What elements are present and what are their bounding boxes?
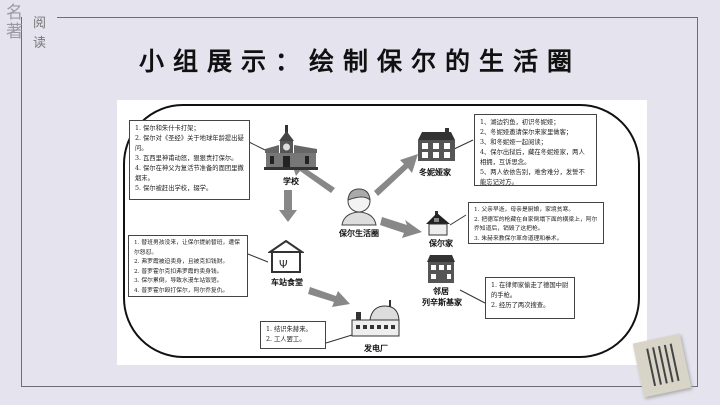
slide-frame-top: [57, 17, 698, 18]
arrow-school-to-canteen: [279, 190, 297, 222]
canteen-notes: 1. 替班男孩没来，让保尔提前替班，遭保尔怒怼。 2. 弗罗霞被迫卖身，且被克扣…: [128, 235, 248, 297]
tonya-house-icon: [418, 128, 455, 161]
logo-text-b: 阅读: [33, 16, 47, 51]
power-plant-icon: [351, 300, 400, 337]
canteen-label: 车站食堂: [271, 278, 303, 287]
center-label: 保尔生活圈: [339, 229, 379, 238]
tonya-label: 冬妮娅家: [419, 168, 451, 177]
neighbor-notes: 1. 在律师家偷走了德国中尉的手枪。 2. 经历了两次搜查。: [485, 277, 575, 319]
note-line: 2. 把德军的枪藏在自家倒塌下面的横梁上，阿尔乔知道后，销毁了这把枪。: [474, 216, 598, 233]
school-label: 学校: [283, 177, 299, 186]
slide-frame: [21, 17, 698, 387]
note-line: 1、湖边钓鱼，初识冬妮娅；: [480, 119, 560, 126]
pavel-avatar-icon: [341, 188, 377, 226]
school-notes: 1. 保尔和朱什卡打架； 2. 保尔对《圣经》关于地球年龄提出疑问。 3. 瓦西…: [129, 120, 250, 200]
home-notes: 1. 父亲早逝，母亲是厨娘，家境贫寒。 2. 把德军的枪藏在自家倒塌下面的横梁上…: [468, 202, 604, 244]
school-building-icon: [264, 125, 318, 170]
home-label: 保尔家: [429, 239, 453, 248]
note-line: 2、冬妮娅邀请保尔来家里做客；: [480, 129, 573, 136]
logo-text-a: 名著: [6, 3, 23, 42]
note-line: 3. 保尔累倒，导致水漫车站饭馆。: [134, 278, 223, 284]
connector-school: [248, 141, 266, 151]
page-title: 小组展示：绘制保尔的生活圈: [138, 47, 581, 76]
note-line: 2. 弗罗霞被迫卖身，且被克扣钱财。: [134, 259, 229, 265]
connector-neighbor: [459, 289, 486, 304]
connector-plant: [325, 334, 353, 344]
note-line: 3. 朱赫来教保尔革命道理和拳术。: [474, 235, 563, 242]
neighbor-label-line2: 列辛斯基家: [422, 298, 462, 307]
note-line: 5、两人依依告别，难舍难分，发誓不能忘记对方。: [480, 169, 585, 186]
note-line: 4. 保尔在神父为复活节准备的面团里撒烟末。: [135, 165, 244, 182]
note-line: 3. 瓦西里神甫动怒，狠狠责打保尔。: [135, 155, 238, 162]
note-line: 1. 替班男孩没来，让保尔提前替班，遭保尔怒怼。: [134, 240, 240, 256]
note-line: 4、保尔出狱后，藏在冬妮娅家，两人相拥，互诉思念。: [480, 149, 585, 166]
canteen-shop-icon: Ψ: [268, 240, 304, 273]
pavel-home-icon: [426, 211, 450, 236]
note-line: 4. 普罗霍尔殴打保尔，阿尔乔复仇。: [134, 287, 229, 294]
note-line: 1. 保尔和朱什卡打架；: [135, 125, 200, 132]
neighbor-house-icon: [427, 255, 455, 283]
note-line: 5. 保尔被赶出学校，辍学。: [135, 185, 213, 192]
connector-home: [449, 214, 467, 226]
life-circle-outline: [123, 104, 640, 358]
neighbor-label-line1: 邻居: [433, 287, 449, 296]
neighbor-label: 邻居: [426, 287, 456, 297]
connector-tonya: [451, 139, 474, 151]
note-line: 1. 结识朱赫来。: [266, 326, 312, 333]
note-line: 1. 在律师家偷走了德国中尉的手枪。: [491, 282, 569, 299]
tonya-notes: 1、湖边钓鱼，初识冬妮娅； 2、冬妮娅邀请保尔来家里做客； 3、和冬妮娅一起阅读…: [474, 114, 597, 186]
connector-canteen: [247, 253, 269, 263]
note-line: 2. 经历了两次搜查。: [491, 302, 550, 309]
note-line: 2. 工人罢工。: [266, 336, 306, 343]
note-line: 2. 普罗霍尔克扣弗罗霞的卖身钱。: [134, 268, 223, 275]
note-line: 3、和冬妮娅一起阅读；: [480, 139, 547, 146]
plant-label: 发电厂: [364, 344, 388, 353]
arrow-canteen-to-plant: [308, 287, 350, 307]
svg-text:Ψ: Ψ: [279, 258, 288, 271]
arrow-to-tonya: [374, 154, 418, 196]
plant-notes: 1. 结识朱赫来。 2. 工人罢工。: [260, 321, 326, 349]
note-line: 2. 保尔对《圣经》关于地球年龄提出疑问。: [135, 135, 244, 152]
arrow-to-home: [380, 217, 422, 238]
note-line: 1. 父亲早逝，母亲是厨娘，家境贫寒。: [474, 207, 575, 213]
